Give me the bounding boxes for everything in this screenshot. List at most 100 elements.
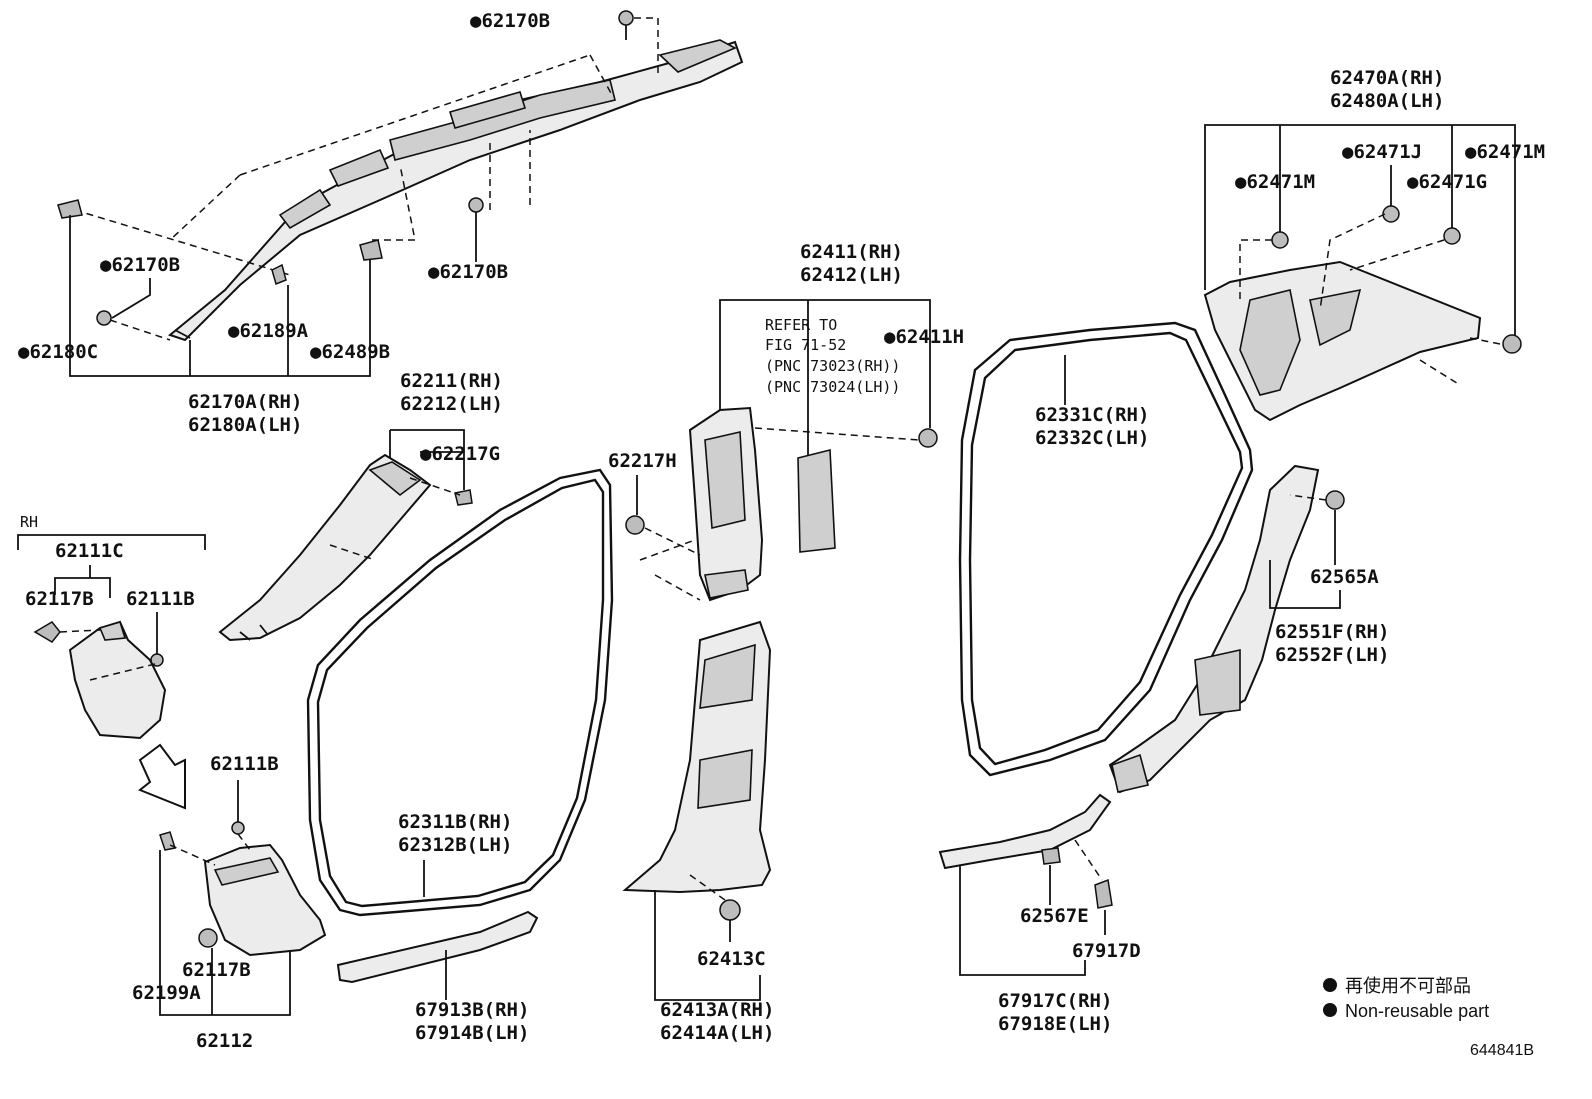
label-62332C-lh: 62332C(LH) (1035, 427, 1149, 449)
label-62170B-mid: 62170B (439, 261, 508, 283)
svg-text:●62217G: ●62217G (420, 443, 500, 465)
rear-door-weatherstrip (958, 321, 1254, 777)
label-62111B-bot: 62111B (210, 753, 279, 775)
label-62217H: 62217H (608, 450, 677, 472)
legend-jp: 再使用不可部品 (1345, 976, 1471, 996)
label-62413A-rh: 62413A(RH) (660, 999, 774, 1021)
clip-62567E (1041, 847, 1061, 865)
clip-62170B-mid (468, 197, 484, 213)
label-62117B-bot: 62117B (182, 959, 251, 981)
svg-text:REFER TO: REFER TO (765, 316, 837, 334)
label-62412-lh: 62412(LH) (800, 264, 903, 286)
svg-text:●62471M: ●62471M (1465, 141, 1545, 163)
legend-en: Non-reusable part (1345, 1001, 1489, 1021)
clip-67917D (1094, 878, 1113, 909)
label-62170B-top: 62170B (481, 10, 550, 32)
svg-text:●62471M: ●62471M (1235, 171, 1315, 193)
label-67913B-rh: 67913B(RH) (415, 999, 529, 1021)
clip-62170B-left (96, 310, 112, 326)
label-62413C: 62413C (697, 948, 766, 970)
roof-side-garnish-assembly (167, 39, 744, 342)
drawing-reference: 644841B (1470, 1042, 1534, 1059)
rear-door-scuff-plate (938, 793, 1112, 870)
clip-62170B-top (618, 10, 634, 40)
label-62180C: 62180C (29, 341, 98, 363)
svg-text:●62189A: ●62189A (228, 320, 309, 342)
label-62189A: 62189A (239, 320, 308, 342)
clip-62117B-top (33, 621, 61, 643)
clip-62180C (57, 199, 83, 219)
clip-62117B-bot (198, 928, 218, 948)
clip-62199A (159, 831, 176, 851)
svg-text:●62411H: ●62411H (884, 326, 964, 348)
refer-note: REFER TO FIG 71-52 (PNC 73023(RH)) (PNC … (765, 316, 900, 396)
label-62111B-top: 62111B (126, 588, 195, 610)
label-62170A-rh: 62170A(RH) (188, 391, 302, 413)
svg-text:FIG 71-52: FIG 71-52 (765, 336, 846, 354)
label-62471G: 62471G (1418, 171, 1487, 193)
clip-62471M-left (1271, 231, 1289, 249)
label-62480A-lh: 62480A(LH) (1330, 90, 1444, 112)
label-62211-rh: 62211(RH) (400, 370, 503, 392)
label-62117B-top: 62117B (25, 588, 94, 610)
label-62411-rh: 62411(RH) (800, 241, 903, 263)
svg-text:(PNC 73024(LH)): (PNC 73024(LH)) (765, 378, 900, 396)
svg-text:●62471J: ●62471J (1342, 141, 1422, 163)
clip-62111B-bot (231, 821, 245, 835)
label-62199A: 62199A (132, 982, 201, 1004)
clip-62411H (918, 428, 938, 448)
center-pillar-garnish-lower (622, 620, 772, 894)
view-arrow (138, 743, 186, 810)
quarter-trim-upper (1203, 260, 1482, 422)
legend: 再使用不可部品 Non-reusable part (1323, 976, 1489, 1021)
svg-text:●62471G: ●62471G (1407, 171, 1487, 193)
label-67918E-lh: 67918E(LH) (998, 1013, 1112, 1035)
legend-dot-en (1323, 1003, 1337, 1017)
cowl-side-trim-rh (68, 620, 167, 740)
svg-text:(PNC 73023(RH)): (PNC 73023(RH)) (765, 357, 900, 375)
clip-62565A (1325, 490, 1345, 510)
clip-62189A (271, 263, 287, 286)
svg-text:●62170B: ●62170B (100, 254, 180, 276)
label-62471J: 62471J (1353, 141, 1422, 163)
label-62212-lh: 62212(LH) (400, 393, 503, 415)
label-62411H: 62411H (895, 326, 964, 348)
label-67914B-lh: 67914B(LH) (415, 1022, 529, 1044)
svg-text:●62170B: ●62170B (428, 261, 508, 283)
label-62112: 62112 (196, 1030, 253, 1052)
seat-belt-adjuster-ref (797, 448, 836, 553)
label-62552F-lh: 62552F(LH) (1275, 644, 1389, 666)
label-62414A-lh: 62414A(LH) (660, 1022, 774, 1044)
center-pillar-garnish-upper (688, 406, 764, 602)
label-62471M-right: 62471M (1476, 141, 1545, 163)
label-62471M-left: 62471M (1246, 171, 1315, 193)
clip-62471M-right (1502, 334, 1522, 354)
nonreusable-dot: ● (470, 10, 482, 32)
front-door-weatherstrip (306, 468, 614, 917)
cowl-side-trim (203, 843, 327, 957)
label-62217G: 62217G (431, 443, 500, 465)
clip-62489B (359, 239, 383, 261)
front-door-scuff-plate (336, 910, 539, 984)
clip-62217H (625, 515, 645, 535)
label-62565A: 62565A (1310, 566, 1379, 588)
label-62489B: 62489B (321, 341, 390, 363)
label-62567E: 62567E (1020, 905, 1089, 927)
clip-62413C (719, 899, 741, 921)
label-62180A-lh: 62180A(LH) (188, 414, 302, 436)
clip-62471J (1382, 205, 1400, 223)
quarter-trim-lower (1108, 464, 1320, 794)
label-62331C-rh: 62331C(RH) (1035, 404, 1149, 426)
label-62551F-rh: 62551F(RH) (1275, 621, 1389, 643)
label-67917D: 67917D (1072, 940, 1141, 962)
front-pillar-garnish (218, 453, 432, 642)
clip-62471G (1443, 227, 1461, 245)
svg-text:●62170B: ●62170B (470, 10, 550, 32)
label-62170B-left: 62170B (111, 254, 180, 276)
clip-62217G (454, 489, 473, 506)
rh-label: RH (20, 513, 38, 531)
label-62470A-rh: 62470A(RH) (1330, 67, 1444, 89)
legend-dot-jp (1323, 978, 1337, 992)
label-62312B-lh: 62312B(LH) (398, 834, 512, 856)
